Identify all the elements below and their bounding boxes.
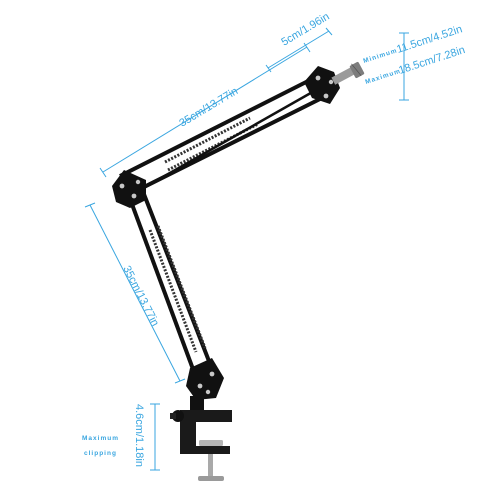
- max-clipping-label-line2: clipping: [84, 450, 117, 457]
- dimension-lines: [84, 27, 409, 471]
- mic-mount-screw: [331, 62, 365, 85]
- maximum-label: Maximum: [364, 68, 401, 86]
- base-joint: [186, 358, 224, 400]
- clamp-body: [180, 410, 232, 454]
- lower-arm-length-line: [89, 204, 181, 382]
- clamp-opening-label: 4.6cm/1.18in: [133, 404, 145, 467]
- spring: [148, 229, 198, 353]
- mount-length-line: [267, 30, 330, 69]
- spring: [156, 225, 207, 349]
- upper-arm-length-label: 35cm/13.77in: [177, 85, 240, 129]
- elbow-joint: [112, 170, 146, 208]
- upper-arm-length-line: [102, 46, 308, 173]
- max-clipping-label-line1: Maximum: [82, 435, 119, 442]
- minimum-label: Minimum: [362, 47, 398, 65]
- head-joint: [304, 66, 340, 104]
- boom-arm: [112, 62, 365, 412]
- clamp-pad: [199, 440, 223, 446]
- lower-arm-length-label: 35cm/13.77in: [120, 264, 161, 328]
- upper-arm-rod: [119, 74, 319, 178]
- swivel-post: [190, 396, 204, 412]
- spring: [164, 116, 251, 164]
- upper-arm-brace: [139, 88, 317, 192]
- clamp-screw: [208, 454, 213, 478]
- mount-length-label: 5cm/1.96in: [279, 11, 331, 49]
- clamp-handle: [198, 476, 224, 481]
- lower-arm-rod: [124, 187, 199, 381]
- desk-clamp: [170, 410, 232, 481]
